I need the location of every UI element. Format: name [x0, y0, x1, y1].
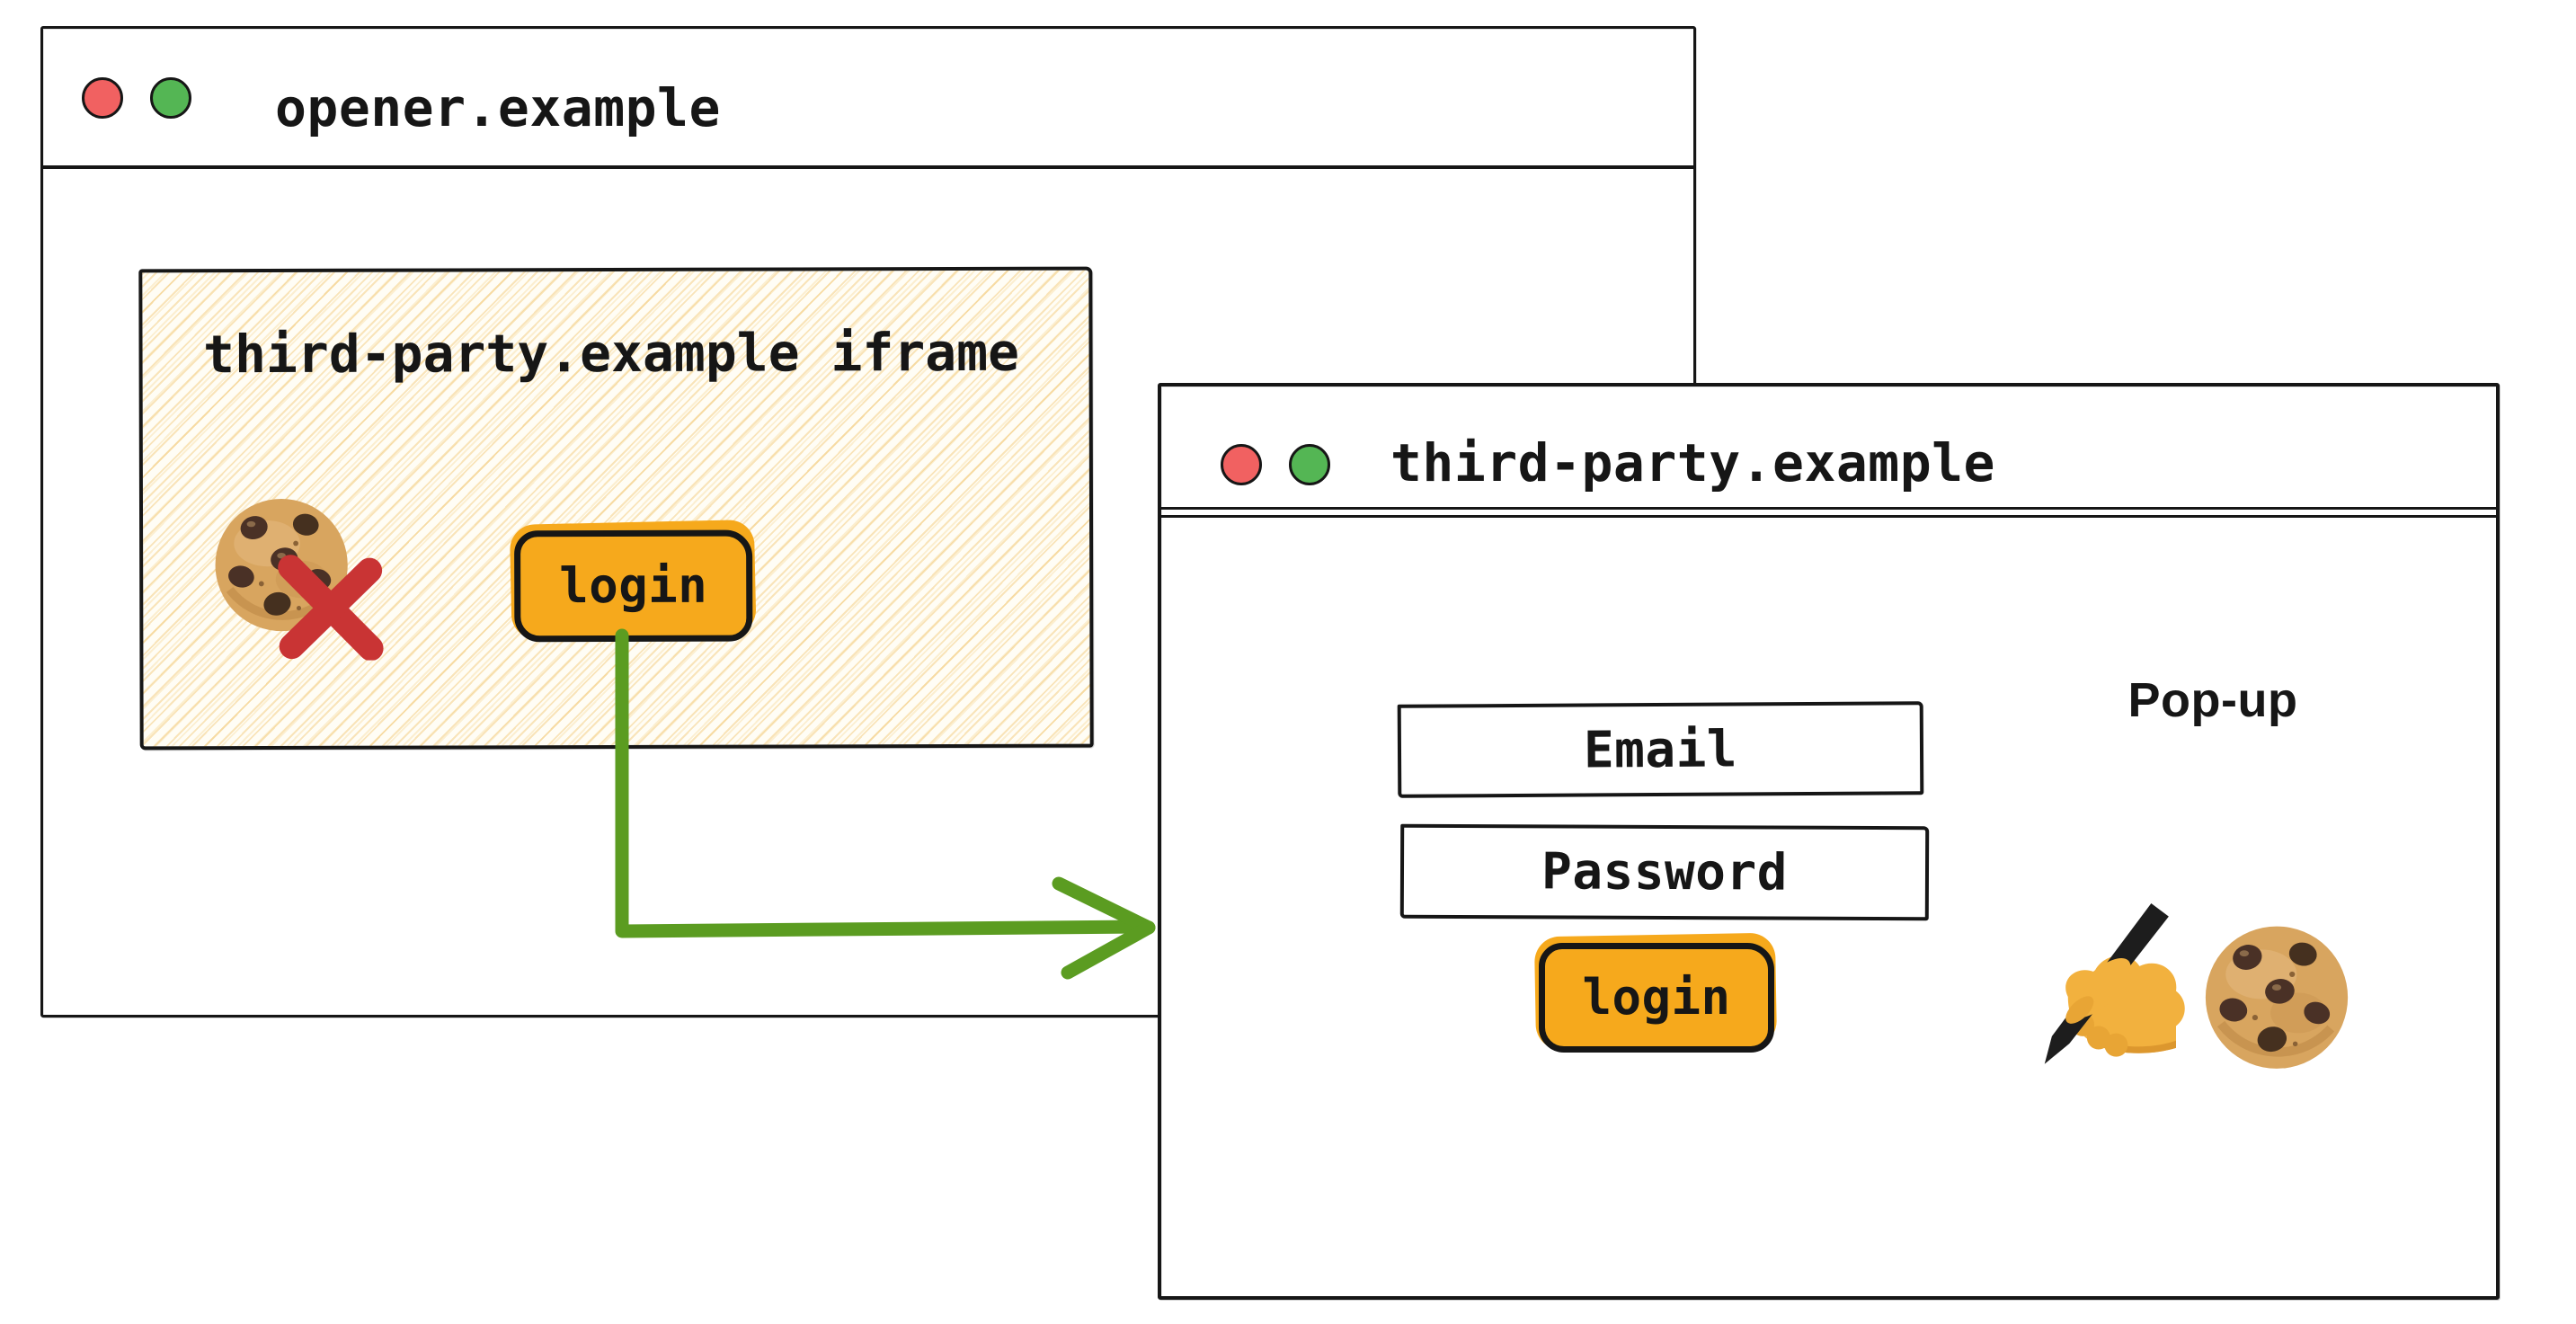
- email-input[interactable]: Email: [1397, 701, 1924, 798]
- popup-flow-arrow-icon: [615, 628, 1156, 980]
- popup-browser-window: third-party.example Email Password login…: [1158, 383, 2500, 1300]
- window-minimize-dot-icon[interactable]: [1289, 444, 1330, 485]
- password-input[interactable]: Password: [1399, 823, 1930, 921]
- titlebar-divider: [1161, 515, 2496, 518]
- cookie-icon: [2199, 919, 2354, 1073]
- window-minimize-dot-icon[interactable]: [150, 77, 191, 119]
- blocked-cross-icon: [271, 551, 389, 661]
- titlebar-divider: [43, 165, 1693, 169]
- writing-hand-icon: [2024, 903, 2199, 1079]
- popup-window-title: third-party.example: [1390, 432, 1995, 493]
- opener-window-title: opener.example: [275, 77, 721, 138]
- iframe-label: third-party.example iframe: [203, 321, 1020, 386]
- popup-login-button[interactable]: login: [1539, 943, 1774, 1053]
- titlebar-divider: [1161, 507, 2496, 510]
- popup-annotation: Pop-up: [2127, 673, 2298, 727]
- window-close-dot-icon[interactable]: [1221, 444, 1262, 485]
- window-close-dot-icon[interactable]: [82, 77, 123, 119]
